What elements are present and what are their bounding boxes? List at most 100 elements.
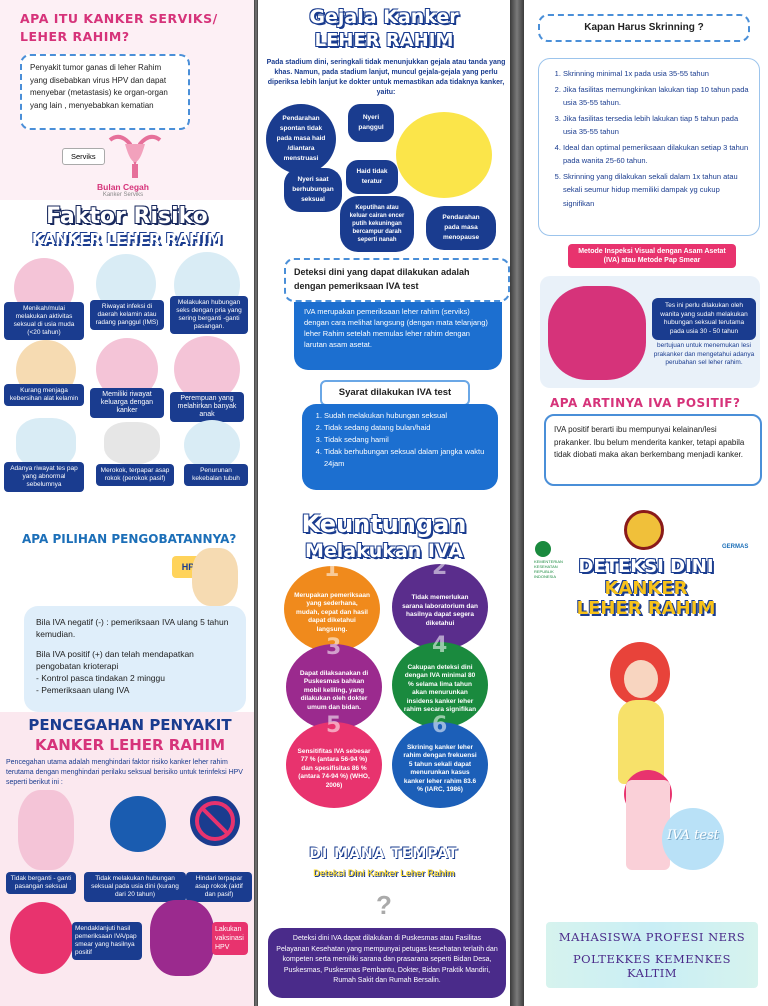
pengobatan-p2-l1: Bila IVA positif (+) dan telah mendapatk… bbox=[36, 649, 194, 671]
pengobatan-p1: Bila IVA negatif (-) : pemeriksaan IVA u… bbox=[36, 617, 229, 639]
keuntungan-number: 1 bbox=[324, 557, 340, 582]
footer-line1: MAHASISWA PROFESI NERS bbox=[558, 930, 746, 944]
gejala-item: Keputihan atau keluar cairan encer putih… bbox=[340, 196, 414, 252]
iva-test-badge bbox=[662, 808, 724, 870]
exam-chair-illustration bbox=[548, 286, 646, 380]
risk-item: Merokok, terpapar asap rokok (perokok pa… bbox=[96, 464, 174, 486]
footer-line2: POLTEKKES KEMENKES KALTIM bbox=[572, 952, 732, 980]
vaccine-illustration bbox=[150, 900, 214, 976]
risk-illustration bbox=[16, 418, 76, 468]
doctor-illustration bbox=[192, 548, 238, 606]
couple-illustration bbox=[110, 796, 166, 852]
logo-line2: Kanker Serviks bbox=[102, 192, 144, 198]
keuntungan-text: Dapat dilaksanakan di Puskesmas bahkan m… bbox=[299, 669, 369, 711]
keuntungan-text: Cakupan deteksi dini dengan IVA minimal … bbox=[403, 663, 477, 714]
skrining-list: Skrinning minimal 1x pada usia 35-55 tah… bbox=[545, 67, 753, 210]
risk-illustration bbox=[174, 336, 240, 402]
risk-item: Kurang menjaga kebersihan alat kelamin bbox=[4, 384, 84, 406]
panel-middle: Gejala Kanker LEHER RAHIM Pada stadium d… bbox=[258, 0, 510, 1006]
panel-left: APA ITU KANKER SERVIKS/ LEHER RAHIM? Pen… bbox=[0, 0, 254, 1006]
syarat-item: Tidak berhubungan seksual dalam jangka w… bbox=[324, 446, 494, 470]
no-smoking-icon bbox=[190, 796, 240, 846]
gejala-item: Pendarahan spontan tidak pada masa haid … bbox=[266, 104, 336, 174]
pencegahan-subtitle: KANKER LEHER RAHIM bbox=[34, 736, 226, 754]
metode-label: Metode Inspeksi Visual dengan Asam Aseta… bbox=[568, 244, 736, 268]
iva-test-label: IVA test bbox=[667, 828, 719, 843]
poltekkes-seal-icon bbox=[624, 510, 664, 550]
exam-illustration bbox=[10, 902, 74, 974]
skrining-title: Kapan Harus Skrinning ? bbox=[538, 14, 750, 42]
risk-illustration bbox=[184, 420, 240, 470]
question-mark-icon: ? bbox=[376, 890, 392, 920]
bulan-cegah-logo: Bulan Cegah Kanker Serviks bbox=[88, 182, 158, 198]
panel-right: Kapan Harus Skrinning ? Skrinning minima… bbox=[524, 0, 768, 1006]
syarat-heading: Syarat dilakukan IVA test bbox=[320, 380, 470, 406]
gejala-subtitle: LEHER RAHIM bbox=[314, 30, 454, 51]
logo-line1: Bulan Cegah bbox=[97, 182, 149, 192]
apa-itu-title: APA ITU KANKER SERVIKS/ LEHER RAHIM? bbox=[20, 11, 218, 44]
risk-item: Adanya riwayat tes pap yang abnormal seb… bbox=[4, 462, 84, 492]
pencegahan-item: Mendaklanjuti hasil pemeriksaan IVA/pap … bbox=[72, 922, 142, 960]
serviks-label: Serviks bbox=[62, 148, 105, 165]
risk-item: Memiliki riwayat keluarga dengan kanker bbox=[90, 388, 164, 418]
panel-gap bbox=[254, 0, 258, 1006]
kemenkes-label: KEMENTERIAN KESEHATAN REPUBLIK INDONESIA bbox=[534, 559, 563, 579]
syarat-item: Sudah melakukan hubungan seksual bbox=[324, 410, 494, 422]
deteksi-title1: DETEKSI DINI bbox=[578, 556, 714, 577]
keuntungan-text: Skrining kanker leher rahim dengan freku… bbox=[403, 743, 477, 794]
keuntungan-text: Merupakan pemeriksaan yang sederhana, mu… bbox=[294, 591, 370, 633]
dimana-subtitle: Deteksi Dini Kanker Leher Rahim bbox=[313, 868, 455, 878]
cigarette-icon bbox=[104, 422, 160, 464]
risk-item: Riwayat infeksi di daerah kelamin atau r… bbox=[90, 300, 164, 330]
risk-item: Perempuan yang melahirkan banyak anak bbox=[170, 392, 244, 422]
keuntungan-title: Keuntungan bbox=[301, 510, 467, 538]
pengobatan-title: APA PILIHAN PENGOBATANNYA? bbox=[22, 532, 237, 546]
deteksi-heading: Deteksi dini yang dapat dilakukan adalah… bbox=[284, 258, 510, 302]
keuntungan-text: Sensitifitas IVA sebesar 77 % (antara 56… bbox=[297, 747, 371, 789]
keuntungan-subtitle: Melakukan IVA bbox=[304, 540, 464, 562]
metode-text1: Tes ini perlu dilakukan oleh wanita yang… bbox=[652, 298, 756, 340]
definition-text: Penyakit tumor ganas di leher Rahim yang… bbox=[30, 63, 168, 110]
skrining-item: Skrinning minimal 1x pada usia 35-55 tah… bbox=[563, 67, 753, 81]
germas-logo: GERMAS bbox=[722, 544, 749, 550]
definition-box: Penyakit tumor ganas di leher Rahim yang… bbox=[20, 54, 190, 130]
gejala-item: Haid tidak teratur bbox=[346, 160, 398, 194]
woman-skirt bbox=[626, 780, 670, 870]
keuntungan-number: 3 bbox=[326, 635, 342, 660]
kemenkes-logo: KEMENTERIAN KESEHATAN REPUBLIK INDONESIA bbox=[534, 540, 576, 579]
pencegahan-item: Tidak melakukan hubungan seksual pada us… bbox=[84, 872, 186, 902]
pengobatan-p2-l2: - Kontrol pasca tindakan 2 minggu bbox=[36, 673, 165, 683]
dimana-text: Deteksi dini IVA dapat dilakukan di Pusk… bbox=[268, 928, 506, 998]
gejala-title: Gejala Kanker bbox=[309, 6, 459, 28]
deteksi-title2: KANKER bbox=[604, 578, 688, 599]
faktor-subtitle: KANKER LEHER RAHIM bbox=[31, 230, 223, 248]
positif-title: APA ARTINYA IVA POSITIF? bbox=[550, 396, 741, 410]
keuntungan-number: 4 bbox=[432, 633, 448, 658]
uterus-icon bbox=[108, 134, 162, 178]
pengobatan-p2-l3: - Pemeriksaan ulang IVA bbox=[36, 685, 130, 695]
pengobatan-box: Bila IVA negatif (-) : pemeriksaan IVA u… bbox=[24, 606, 246, 712]
skrining-item: Jika fasilitas memungkinkan lakukan tiap… bbox=[563, 83, 753, 110]
pencegahan-title: PENCEGAHAN PENYAKIT bbox=[28, 716, 232, 734]
gejala-intro: Pada stadium dini, seringkali tidak menu… bbox=[266, 59, 506, 96]
pencegahan-item: Tidak berganti - ganti pasangan seksual bbox=[6, 872, 76, 894]
dimana-title: DI MANA TEMPAT bbox=[309, 846, 459, 862]
deteksi-title3: LEHER RAHIM bbox=[576, 598, 716, 619]
skrining-item: Skrinning yang dilakukan sekali dalam 1x… bbox=[563, 170, 753, 211]
couple-illustration bbox=[18, 790, 74, 870]
iva-desc: IVA merupakan pemeriksaan leher rahim (s… bbox=[294, 302, 502, 370]
woman-face bbox=[624, 660, 658, 698]
keuntungan-number: 6 bbox=[432, 713, 448, 738]
risk-item: Melakukan hubungan seks dengan pria yang… bbox=[170, 296, 248, 334]
panel-gap bbox=[510, 0, 524, 1006]
footer-box: MAHASISWA PROFESI NERS POLTEKKES KEMENKE… bbox=[546, 922, 758, 988]
gejala-item: Nyeri saat berhubungan seksual bbox=[284, 168, 342, 212]
pencegahan-item: Lakukan vaksinasi HPV bbox=[212, 922, 248, 955]
gejala-item: Nyeri panggul bbox=[348, 104, 394, 142]
